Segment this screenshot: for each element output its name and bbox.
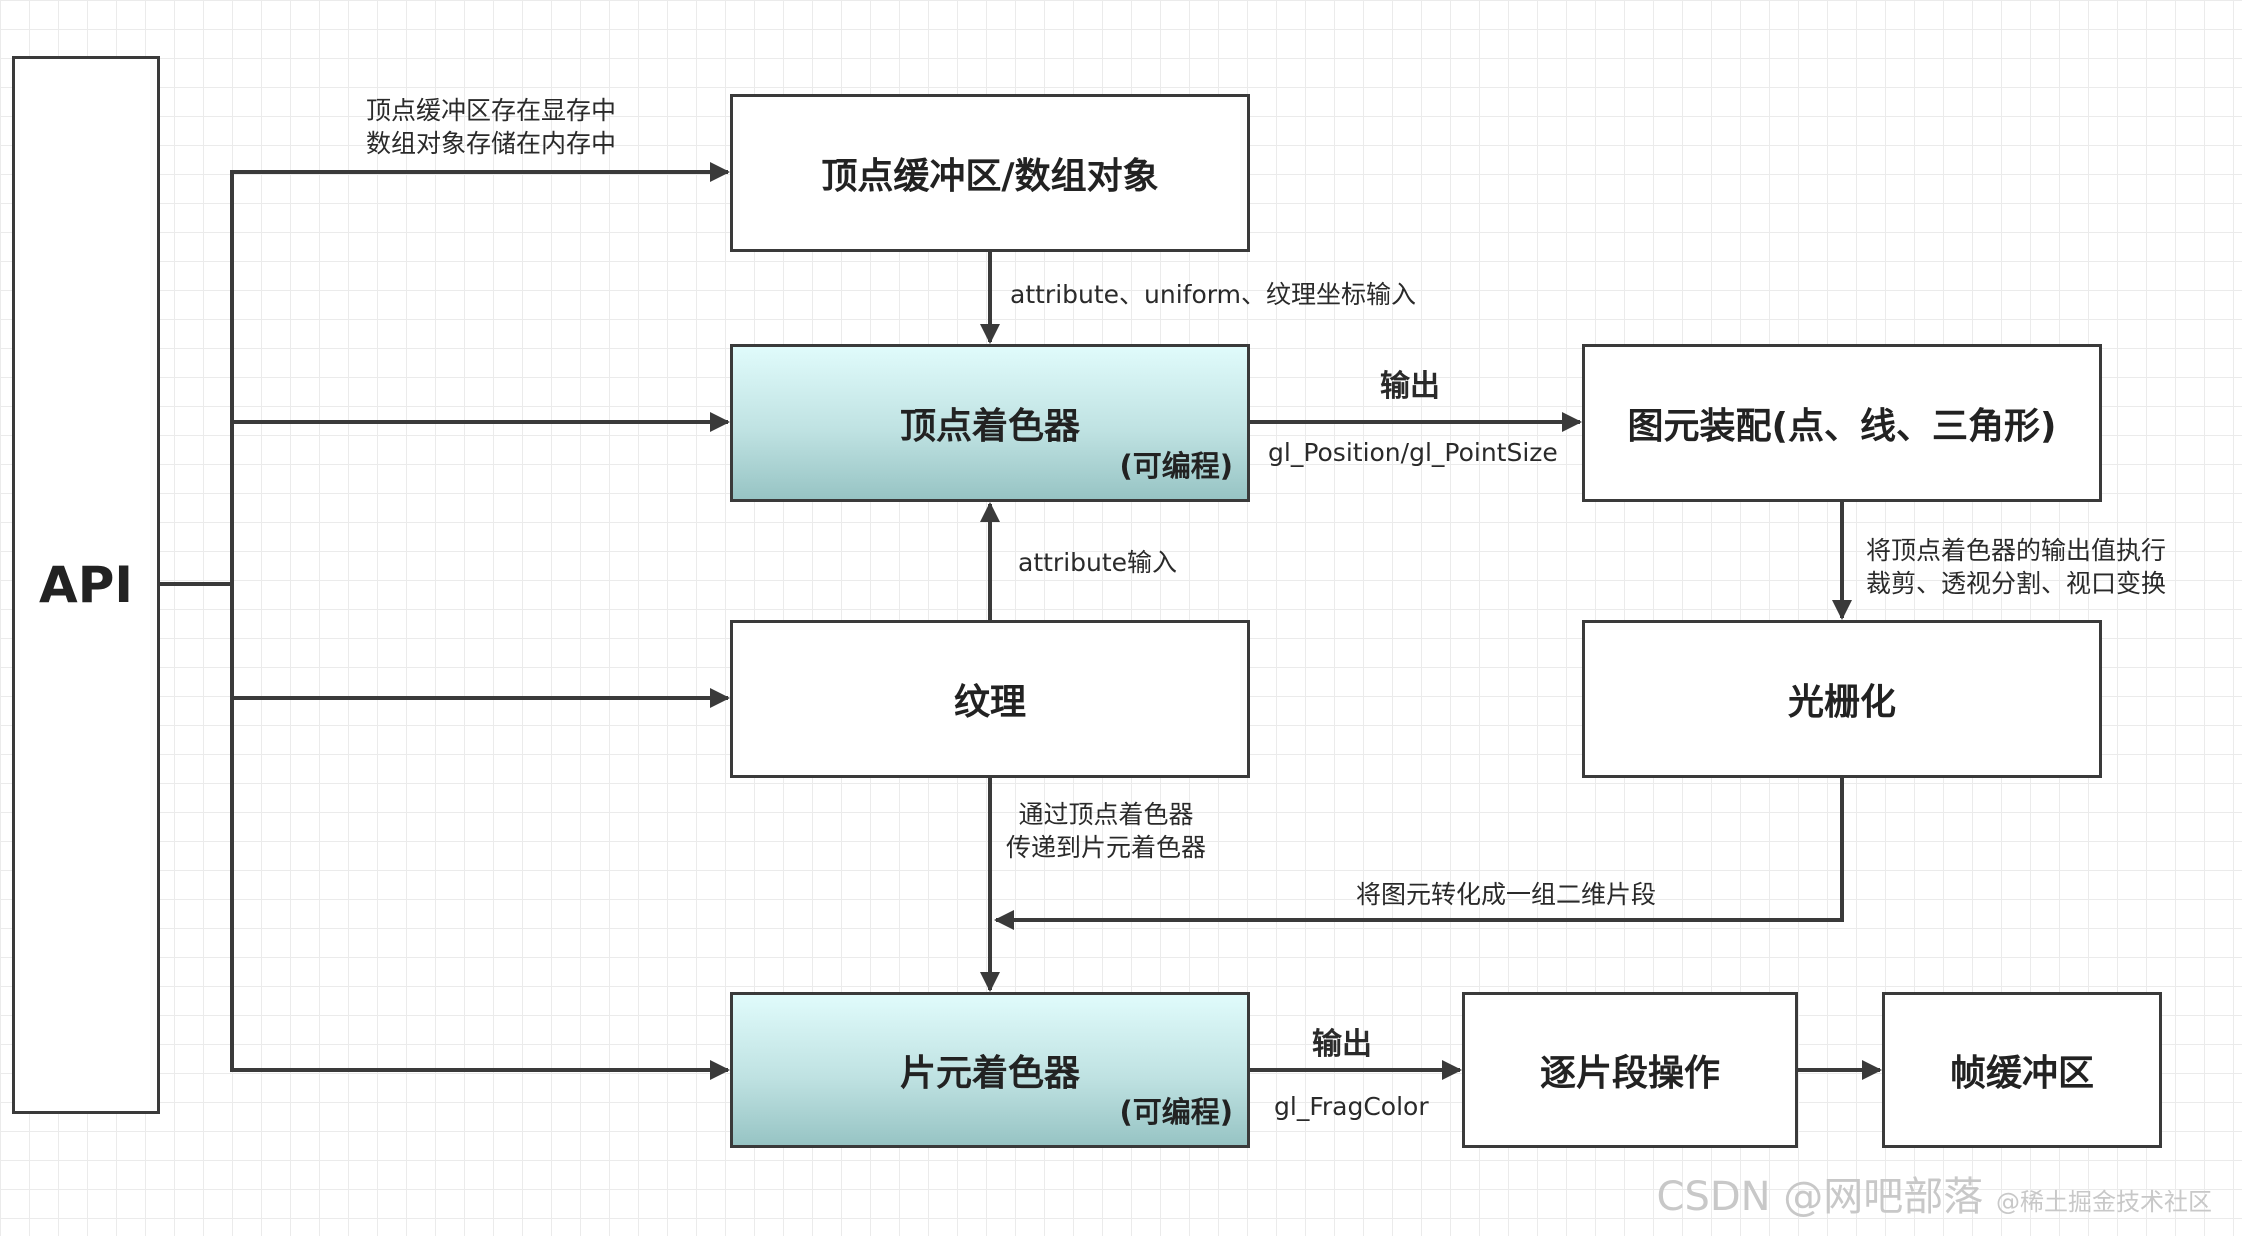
edge-label-line: 数组对象存储在内存中: [366, 129, 617, 158]
primitive-assembly-box: 图元装配(点、线、三角形): [1582, 344, 2102, 502]
texture-box: 纹理: [730, 620, 1250, 778]
edge-label-primitive-assembly-to-rasterization: 将顶点着色器的输出值执行 裁剪、透视分割、视口变换: [1866, 534, 2166, 600]
edge-label-rasterization-to-fragment: 将图元转化成一组二维片段: [1356, 880, 1657, 909]
watermark: CSDN @网吧部落 @稀土掘金技术社区: [1657, 1164, 2212, 1222]
api-box: API: [12, 56, 160, 1114]
vertex-shader-subtitle: (可编程): [1119, 449, 1233, 483]
per-fragment-ops-title: 逐片段操作: [1539, 1053, 1720, 1094]
edge-label-texture-to-vertex-shader: attribute输入: [1018, 548, 1178, 577]
rasterization-title: 光栅化: [1787, 682, 1896, 723]
texture-title: 纹理: [953, 682, 1026, 723]
watermark-small: @稀土掘金技术社区: [1996, 1188, 2212, 1216]
edge-label-fragment-shader-output: 输出: [1312, 1027, 1372, 1062]
vbo-title: 顶点缓冲区/数组对象: [821, 156, 1159, 197]
edge-label-vbo-to-vertex-shader: attribute、uniform、纹理坐标输入: [1010, 280, 1416, 309]
edge-label-line: 通过顶点着色器: [1018, 800, 1194, 829]
api-label: API: [39, 556, 133, 614]
fragment-shader-title: 片元着色器: [899, 1053, 1080, 1094]
edge-label-texture-to-fragment-shader: 通过顶点着色器 传递到片元着色器: [1006, 798, 1206, 864]
edge-label-vertex-shader-output-vars: gl_Position/gl_PointSize: [1268, 438, 1558, 467]
edge-label-line: 传递到片元着色器: [1006, 833, 1207, 862]
framebuffer-box: 帧缓冲区: [1882, 992, 2162, 1148]
rasterization-box: 光栅化: [1582, 620, 2102, 778]
watermark-main: CSDN @网吧部落: [1656, 1174, 1984, 1220]
vbo-box: 顶点缓冲区/数组对象: [730, 94, 1250, 252]
edge-label-vertex-shader-output: 输出: [1380, 369, 1440, 404]
fragment-shader-box: 片元着色器 (可编程): [730, 992, 1250, 1148]
edge-label-line: 裁剪、透视分割、视口变换: [1866, 569, 2167, 598]
framebuffer-title: 帧缓冲区: [1949, 1053, 2094, 1094]
edge-label-line: 顶点缓冲区存在显存中: [366, 96, 617, 125]
vertex-shader-title: 顶点着色器: [899, 406, 1080, 447]
fragment-shader-subtitle: (可编程): [1119, 1095, 1233, 1129]
edge-label-line: 将顶点着色器的输出值执行: [1866, 536, 2167, 565]
vertex-shader-box: 顶点着色器 (可编程): [730, 344, 1250, 502]
edge-label-fragment-shader-output-vars: gl_FragColor: [1274, 1092, 1429, 1121]
primitive-assembly-title: 图元装配(点、线、三角形): [1627, 406, 2057, 447]
per-fragment-ops-box: 逐片段操作: [1462, 992, 1798, 1148]
edge-label-api-to-vbo: 顶点缓冲区存在显存中 数组对象存储在内存中: [366, 94, 616, 160]
arrow-rasterization-to-fragment-path: [994, 776, 1844, 930]
